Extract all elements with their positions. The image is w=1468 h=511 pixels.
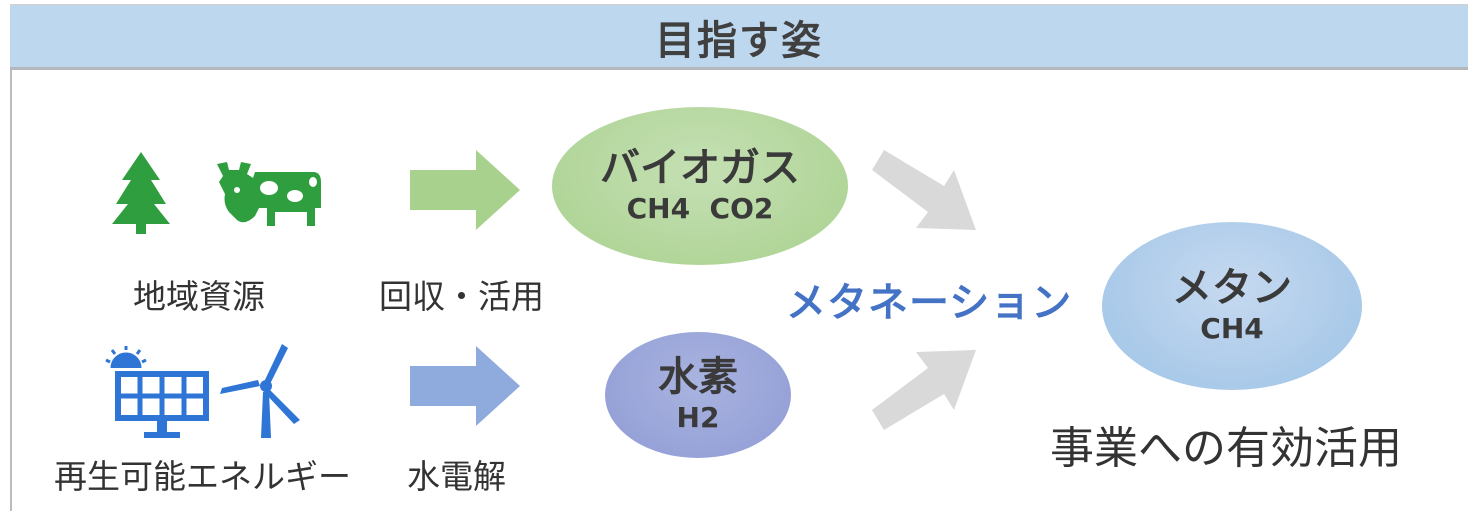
effective-use-label: 事業への有効活用: [1050, 423, 1402, 474]
methanation-label: メタネーション: [786, 280, 1073, 326]
hydrogen-title: 水素: [658, 353, 738, 400]
hydrogen-formula: H2: [676, 400, 720, 434]
methane-ellipse: メタン CH4: [1102, 222, 1362, 390]
methane-formula: CH4: [1200, 311, 1264, 345]
biogas-title: バイオガス: [600, 144, 800, 191]
hydrogen-ellipse: 水素 H2: [605, 332, 791, 458]
header-bar: 目指す姿: [10, 4, 1468, 70]
biogas-ellipse: バイオガス CH4 CO2: [552, 107, 848, 265]
content-frame: [10, 4, 1468, 511]
page-title: 目指す姿: [655, 17, 823, 64]
gray-arrow-down-icon: [872, 150, 976, 230]
methane-title: メタン: [1172, 264, 1292, 311]
electrolysis-label: 水電解: [407, 457, 506, 496]
collection-utilization-label: 回収・活用: [379, 277, 544, 316]
solar-panel-icon: [105, 346, 209, 438]
wind-turbine-icon: [220, 344, 300, 438]
tree-icon: [112, 152, 170, 234]
regional-resources-label: 地域資源: [133, 277, 265, 316]
biogas-formula: CH4 CO2: [626, 191, 774, 225]
blue-arrow-icon: [410, 346, 520, 426]
cow-icon: [217, 162, 321, 226]
gray-arrow-up-icon: [872, 350, 976, 430]
green-arrow-icon: [410, 150, 520, 230]
renewable-energy-label: 再生可能エネルギー: [54, 457, 351, 496]
